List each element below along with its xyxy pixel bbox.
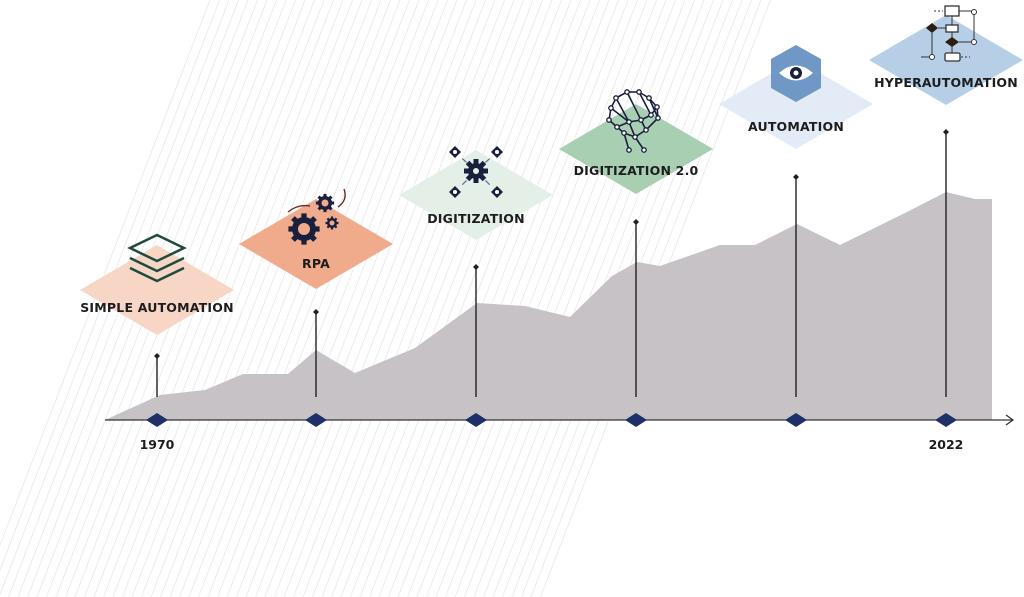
hatch-line [217,0,448,597]
gear-network-icon [449,146,503,198]
stage-label: AUTOMATION [748,119,844,134]
hatch-line [141,0,372,597]
stem-tip [154,353,160,359]
gears-icon [287,188,346,245]
hatch-line [407,0,638,597]
hatch-line [112,0,344,597]
stem-tip [633,219,639,225]
stage-diamond [559,104,713,194]
brain-network-icon [606,89,661,153]
stage-label: HYPERAUTOMATION [874,75,1018,90]
stage-automation: AUTOMATION [719,45,873,427]
hatch-line [255,0,486,597]
hatch-line [331,0,562,597]
stage-diamond [399,150,553,240]
layers-icon [127,233,187,283]
hatch-line [245,0,477,597]
hatch-line [293,0,524,597]
stage-diamond [239,199,393,289]
timeline-marker [146,413,168,427]
timeline-marker [305,413,327,427]
start-year-label: 1970 [140,437,175,452]
stage-label: SIMPLE AUTOMATION [80,300,234,315]
hatch-line [464,0,695,597]
stage-diamond [719,59,873,149]
axis-arrow-icon [1005,414,1015,426]
stage-label: RPA [302,256,330,271]
hatch-line [207,0,439,597]
hatch-line [302,0,534,597]
hatch-line [397,0,629,597]
stage-diamond [80,245,234,335]
hatch-line [321,0,553,597]
hatch-line [388,0,619,597]
stage-label: DIGITIZATION [427,211,525,226]
hatch-line [378,0,610,597]
hatch-line [226,0,458,597]
flowchart-icon [921,5,977,62]
hatch-line [131,0,363,597]
hatch-line [264,0,496,597]
hatch-line [188,0,420,597]
hatch-line [359,0,591,597]
hatch-line [179,0,410,597]
hatch-line [150,0,382,597]
growth-area [105,192,992,420]
stage-label: DIGITIZATION 2.0 [574,163,699,178]
hatch-line [236,0,467,597]
hatch-line [416,0,648,597]
timeline-marker [625,413,647,427]
hatch-line [160,0,391,597]
stage-hyperautomation: HYPERAUTOMATION [869,5,1023,427]
hatch-line [283,0,515,597]
stage-rpa: RPA [239,188,393,427]
stem-tip [943,129,949,135]
stage-digitization-2-0: DIGITIZATION 2.0 [559,89,713,427]
timeline-marker [935,413,957,427]
hatch-line [198,0,429,597]
hatch-line [169,0,401,597]
hatch-line [445,0,676,597]
stem-tip [313,309,319,315]
stem-tip [793,174,799,180]
hatch-line [435,0,667,597]
timeline-marker [465,413,487,427]
stem-tip [473,264,479,270]
hatch-line [274,0,505,597]
end-year-label: 2022 [929,437,964,452]
hatch-line [350,0,581,597]
eye-hexagon-icon [771,45,821,102]
hatch-line [369,0,600,597]
stage-digitization: DIGITIZATION [399,146,553,427]
hatch-line [312,0,543,597]
stage-simple-automation: SIMPLE AUTOMATION [80,233,234,427]
timeline-marker [785,413,807,427]
hatch-line [340,0,572,597]
hatch-line [122,0,353,597]
